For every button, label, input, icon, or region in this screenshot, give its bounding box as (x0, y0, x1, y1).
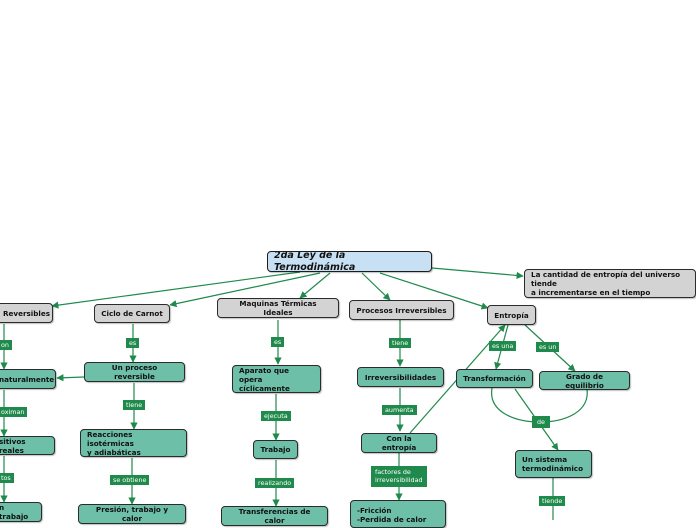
edge-proc-nat (56, 374, 85, 382)
label-tiene: tiene (389, 338, 412, 349)
node-transformacion[interactable]: Transformación (456, 369, 533, 388)
label-on: on (0, 340, 12, 351)
node-dispositivos-reales[interactable]: sitivos reales (0, 436, 55, 455)
edge-root-irreversibles (361, 272, 391, 301)
label-aproximan: oximan (0, 407, 28, 418)
label-tos: tos (0, 473, 14, 484)
label-es-carnot: es (126, 338, 140, 349)
node-friccion-perdida[interactable]: -Fricción -Perdida de calor (350, 500, 446, 528)
label-es-una: es una (489, 341, 517, 352)
edge-root-carnot (169, 272, 321, 308)
node-entropia[interactable]: Entropía (487, 305, 536, 325)
node-transferencias-calor[interactable]: Transferencias de calor (221, 506, 328, 526)
node-proceso-reversible[interactable]: Un proceso reversible (84, 362, 185, 382)
node-entropy-definition[interactable]: La cantidad de entropía del universo tie… (524, 269, 696, 298)
label-es-un: es un (536, 342, 560, 353)
label-tiende: tiende (539, 496, 566, 507)
label-de: de (532, 416, 550, 429)
node-grado-equilibrio[interactable]: Grado de equilibrio (539, 371, 630, 390)
node-procesos-irreversibles[interactable]: Procesos Irreversibles (349, 300, 454, 320)
node-sistema-termodinamico[interactable]: Un sistema termodinámico (515, 450, 592, 478)
label-ejecuta: ejecuta (261, 411, 291, 422)
node-aparato-ciclico[interactable]: Aparato que opera cíclicamente (232, 365, 321, 393)
label-aumenta: aumenta (382, 405, 417, 416)
node-naturalmente[interactable]: naturalmente (0, 369, 56, 389)
label-es-maquinas: es (271, 337, 285, 348)
node-presion-trabajo-calor[interactable]: Presión, trabajo y calor (78, 504, 186, 524)
node-reacciones[interactable]: Reacciones isotérmicas y adiabáticas (80, 429, 187, 457)
node-trabajo-cut[interactable]: n trabajo (0, 502, 42, 522)
label-realizando: realizando (255, 478, 295, 489)
label-tiene-proceso: tiene (123, 400, 146, 411)
node-maquinas-termicas[interactable]: Maquinas Térmicas Ideales (217, 298, 339, 318)
edge-root-entropy-def (431, 267, 524, 280)
node-con-entropia[interactable]: Con la entropía (361, 433, 437, 453)
edge-root-maquinas (299, 272, 331, 299)
node-reversibles[interactable]: Reversibles (0, 303, 53, 323)
node-trabajo[interactable]: Trabajo (253, 440, 298, 459)
node-ciclo-carnot[interactable]: Ciclo de Carnot (94, 304, 170, 323)
root-title[interactable]: 2da Ley de la Termodinámica (267, 251, 432, 272)
edge-root-entropia (379, 272, 489, 310)
label-se-obtiene: se obtiene (110, 475, 150, 486)
node-irreversibilidades[interactable]: Irreversibilidades (357, 367, 444, 387)
label-factores-irreversibilidad: factores de irreversibilidad (371, 466, 427, 487)
edge-root-reversibles (51, 271, 301, 309)
